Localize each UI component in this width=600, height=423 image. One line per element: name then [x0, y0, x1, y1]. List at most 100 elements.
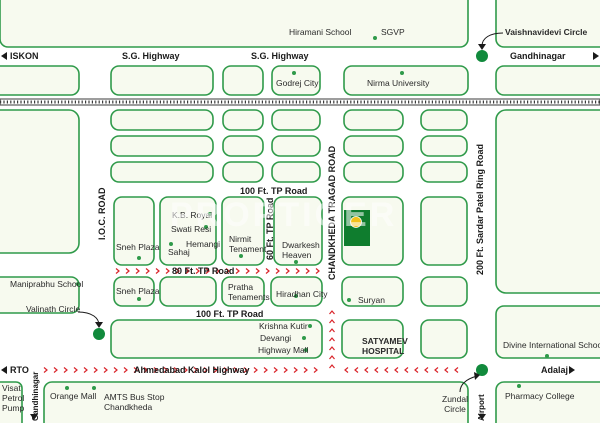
block — [420, 196, 468, 266]
block — [271, 161, 321, 183]
hemangi-label: Hemangi — [186, 239, 221, 249]
block — [222, 161, 264, 183]
block — [110, 109, 214, 131]
route-chevron — [253, 367, 258, 373]
route-chevron — [53, 367, 58, 373]
block-top-left — [0, 0, 469, 48]
block — [343, 161, 404, 183]
tp-road-80-label: 80 Ft. TP Road — [172, 266, 235, 276]
route-chevron — [143, 367, 148, 373]
satyamev-hospital-label: SATYAMEV HOSPITAL — [362, 336, 408, 357]
route-chevron — [163, 367, 168, 373]
block-kb-royal — [159, 196, 217, 266]
sneh-plaza-label-1: Sneh Plaza — [116, 242, 160, 252]
route-chevron — [185, 268, 190, 274]
block-sneh-plaza-2 — [113, 276, 155, 307]
route-chevron — [295, 268, 300, 274]
block — [0, 65, 80, 96]
block — [0, 109, 80, 254]
block-satyamev — [341, 319, 404, 359]
route-chevron — [235, 268, 240, 274]
arrow-icon — [474, 372, 480, 380]
route-chevron — [205, 268, 210, 274]
sg-highway-label-2: S.G. Highway — [251, 51, 309, 61]
nirmit-tenament-label: Nirmit Tenament — [229, 234, 267, 255]
zundal-circle-marker — [476, 364, 488, 376]
block — [222, 109, 264, 131]
route-chevron — [364, 367, 369, 373]
block — [420, 276, 468, 307]
route-chevron — [93, 367, 98, 373]
route-chevron — [173, 367, 178, 373]
route-chevron — [233, 367, 238, 373]
gandhinagar-arrow-icon — [593, 52, 599, 60]
pharmacy-college-label: Pharmacy College — [505, 391, 575, 401]
route-chevron — [245, 268, 250, 274]
route-chevron — [384, 367, 389, 373]
railway-line — [0, 98, 600, 106]
route-chevron — [63, 367, 68, 373]
route-chevron — [193, 367, 198, 373]
block — [271, 109, 321, 131]
block — [271, 135, 321, 157]
block — [495, 109, 600, 294]
adalaj-road-label: Adalaj — [541, 365, 569, 375]
route-chevron — [305, 268, 310, 274]
gandhinagar-down-arrow-icon — [30, 414, 38, 420]
block — [110, 161, 214, 183]
block-suryan — [341, 276, 404, 307]
block — [0, 276, 80, 314]
block — [420, 109, 468, 131]
block-top-right — [495, 0, 600, 48]
route-chevron — [394, 367, 399, 373]
devangi-label: Devangi — [260, 333, 292, 343]
amts-bus-stop-label: AMTS Bus Stop Chandkheda — [104, 392, 165, 413]
route-chevron — [213, 367, 218, 373]
route-chevron — [243, 367, 248, 373]
route-chevron — [374, 367, 379, 373]
route-chevron — [329, 364, 335, 369]
zundal-circle-label: Zundal Circle — [442, 394, 468, 415]
route-chevron — [263, 367, 268, 373]
route-chevron — [329, 319, 335, 324]
arrow-icon — [95, 322, 103, 328]
swati-resi-label: Swati Resi — [171, 224, 212, 234]
visat-petrol-pump-label: Visat Petrol Pump — [2, 383, 25, 413]
sahaj-label: Sahaj — [168, 247, 190, 257]
route-chevron — [183, 367, 188, 373]
route-chevron — [265, 268, 270, 274]
route-chevron — [225, 268, 230, 274]
route-chevron — [113, 367, 118, 373]
suryan-label: Suryan — [358, 295, 385, 305]
route-chevron — [123, 367, 128, 373]
iskon-arrow-icon — [1, 52, 7, 60]
highway-mall-label: Highway Mall — [258, 345, 309, 355]
route-chevron — [303, 367, 308, 373]
valinath-circle-marker — [93, 328, 105, 340]
route-chevron — [275, 268, 280, 274]
block-sneh-plaza — [113, 196, 155, 266]
divine-international-school-label: Divine International School — [503, 340, 600, 350]
route-chevron — [135, 268, 140, 274]
arrow-icon — [478, 44, 486, 50]
route-chevron — [155, 268, 160, 274]
block — [495, 65, 600, 96]
godrej-city-label: Godrej City — [276, 78, 319, 88]
block-divine — [495, 305, 600, 359]
sg-highway-label-1: S.G. Highway — [122, 51, 180, 61]
dwarkesh-heaven-label: Dwarkesh Heaven — [282, 240, 320, 261]
airport-road-label: Airport — [477, 394, 486, 421]
sardar-patel-ring-road-label: 200 Ft. Sardar Patel Ring Road — [475, 143, 485, 275]
route-chevron — [414, 367, 419, 373]
rto-arrow-icon — [1, 366, 7, 374]
block — [43, 381, 469, 423]
route-chevron — [153, 367, 158, 373]
sneh-plaza-label-2: Sneh Plaza — [116, 286, 160, 296]
nirma-university-label: Nirma University — [367, 78, 430, 88]
route-chevron — [315, 268, 320, 274]
route-chevron — [203, 367, 208, 373]
route-chevron — [215, 268, 220, 274]
route-chevron — [83, 367, 88, 373]
